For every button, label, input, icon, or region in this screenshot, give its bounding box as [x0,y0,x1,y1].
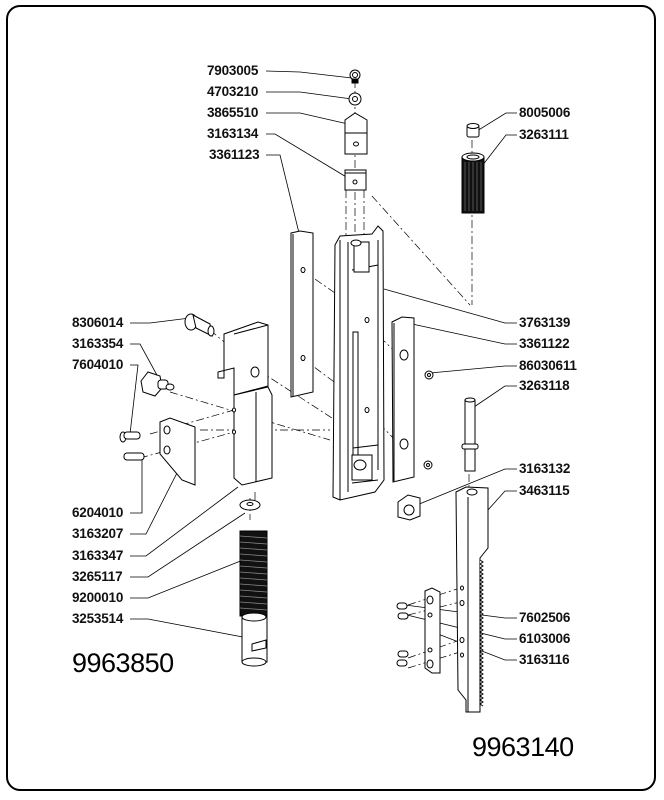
plate-3361123 [290,230,314,398]
leader-3763139 [383,288,517,324]
plate-3163207 [159,417,196,486]
part-label: 3163134 [207,126,259,141]
leader-3361122 [411,323,517,345]
leader-8306014 [130,317,191,324]
part-label: 3865510 [207,105,259,120]
leader-3163347 [130,486,239,557]
column-3763139 [332,225,385,501]
washer-4703210 [348,92,362,106]
rack-3463115 [455,486,489,713]
part-label: 3253514 [72,611,124,626]
part-label: 3265117 [72,569,123,584]
part-label: 3163116 [519,652,570,667]
plate-3163116 [424,587,441,674]
screws-7602506 [396,602,408,667]
part-label: 7903005 [207,63,259,78]
leader-3163207 [130,466,181,535]
part-label: 3463115 [519,483,570,498]
leader-lines [129,70,517,661]
part-label: 3361122 [519,336,570,351]
screw-86030611-b [423,460,433,470]
block-upper [217,321,269,396]
leader-3253514 [130,618,249,639]
leader-86030611 [429,365,517,374]
part-label: 8306014 [72,315,124,330]
part-label: 7602506 [519,610,571,625]
part-label: 9200010 [72,590,124,605]
leader-3865510 [266,112,349,125]
leader-3361123 [266,154,300,234]
leader-3163354 [130,343,159,378]
part-label: 3163132 [519,461,571,476]
block-3865510 [344,112,368,155]
knob-3263111 [461,152,485,214]
block-lower [232,386,273,486]
part-label: 3763139 [519,315,571,330]
leader-9200010 [130,559,244,599]
part-label: 3263118 [519,378,570,393]
part-label: 4703210 [207,84,259,99]
screw-86030611-a [424,370,434,380]
leader-7604010 [129,364,139,435]
part-label: 3361123 [209,147,260,162]
leader-3265117 [130,512,246,578]
leader-4703210 [266,91,353,100]
plate-3361122 [391,316,415,483]
part-label: 3163347 [72,548,124,563]
leader-3263111 [481,134,517,167]
spring-3265117 [239,530,268,617]
leader-3163134 [266,133,349,179]
assembly-number-left: 9963850 [72,648,174,678]
part-label: 7604010 [72,357,124,372]
part-label: 3263111 [519,127,569,142]
leader-3263118 [473,385,517,408]
pins-6103006 [397,612,409,658]
block-3163134 [344,169,367,191]
screw-7604010 [119,431,141,443]
nut-3163132 [397,494,421,521]
part-label: 8005006 [519,105,571,120]
fitting-3163354 [140,371,175,397]
washer-3163347 [239,499,261,511]
screw-7903005 [349,69,361,84]
part-label: 3163354 [72,336,124,351]
leader-8005006 [476,112,517,132]
assembly-number-right: 9963140 [472,732,574,762]
bolt-8306014 [184,313,215,337]
part-label: 86030611 [519,358,577,373]
leader-6204010 [130,458,143,514]
drawing-frame [6,5,656,791]
part-label: 6204010 [72,505,124,520]
leader-3463115 [487,490,517,511]
set-screw-8005006 [466,123,480,138]
sleeve-3253514 [241,612,268,667]
part-label: 3163207 [72,526,124,541]
part-label: 6103006 [519,631,571,646]
pin-6204010 [123,452,145,461]
pin-3263118 [461,397,479,472]
leader-7903005 [265,70,353,79]
leader-3163132 [411,468,517,508]
